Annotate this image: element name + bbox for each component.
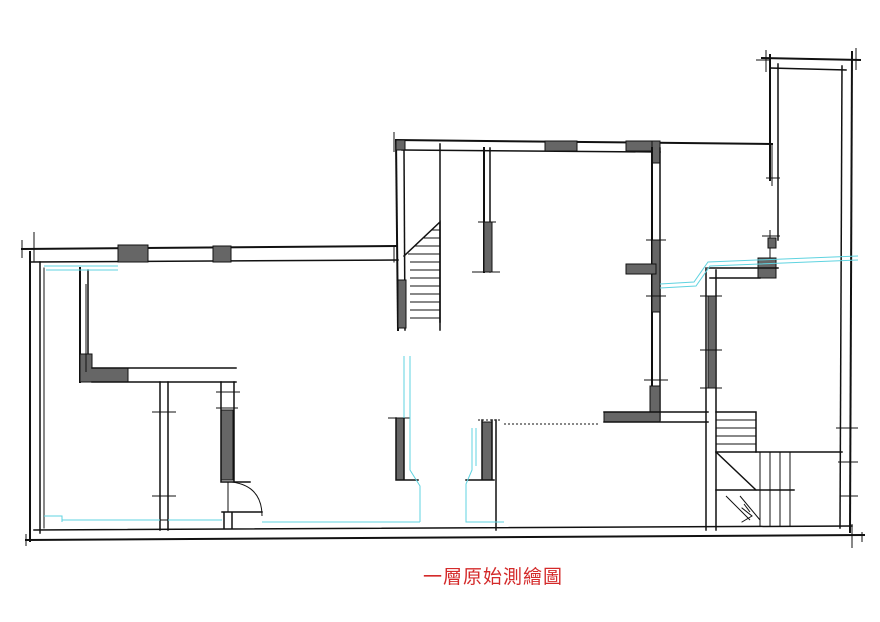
right-center-walls (603, 147, 709, 423)
columns (117, 139, 777, 279)
drawing-caption: 一層原始測繪圖 (422, 566, 563, 588)
staircase-icon (397, 143, 441, 331)
right-rooms (700, 172, 780, 531)
outer-walls (20, 50, 866, 542)
sketch-ticks (21, 48, 863, 548)
left-rooms (79, 267, 263, 531)
proposed-cyan-lines (44, 255, 859, 523)
middle-partitions (388, 147, 600, 531)
lower-right-staircase (714, 411, 843, 526)
